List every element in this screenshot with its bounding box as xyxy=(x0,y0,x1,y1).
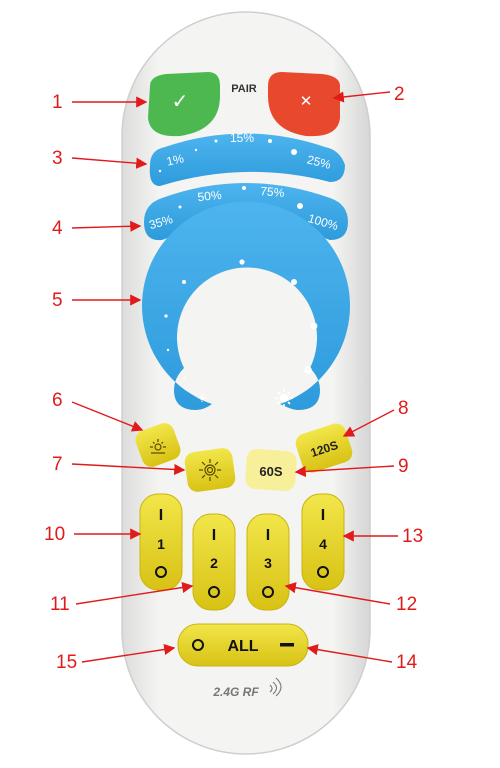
brightness-dot xyxy=(178,205,182,209)
callout-12: 12 xyxy=(396,594,418,615)
zone-1-off-symbol xyxy=(155,566,167,578)
confirm-button[interactable] xyxy=(148,72,220,137)
zone-3-button[interactable]: I 3 xyxy=(246,513,290,611)
callout-10: 10 xyxy=(44,524,66,545)
brightness-bar-low[interactable] xyxy=(149,133,345,187)
dim-sun-icon xyxy=(198,394,206,402)
zone-1-label: 1 xyxy=(157,536,165,552)
wheel-dot xyxy=(310,322,318,330)
zone-2-off-symbol xyxy=(208,586,220,598)
callout-8: 8 xyxy=(398,398,409,419)
all-label: ALL xyxy=(227,638,258,655)
full-brightness-button[interactable] xyxy=(183,447,236,493)
brightness-dot xyxy=(268,139,272,143)
wheel-dot xyxy=(291,279,297,285)
callout-3: 3 xyxy=(52,148,63,169)
all-off-symbol xyxy=(192,639,204,651)
bright-sun-icon xyxy=(275,389,293,407)
zone-4-label: 4 xyxy=(319,536,327,552)
pair-label: PAIR xyxy=(231,83,257,95)
callout-13: 13 xyxy=(402,526,424,547)
callout-arrows xyxy=(71,91,398,663)
callout-6: 6 xyxy=(52,390,63,411)
color-temperature-wheel[interactable] xyxy=(141,201,350,410)
wheel-dot xyxy=(304,366,312,374)
night-light-sun-icon xyxy=(150,439,166,454)
brightness-dot xyxy=(291,149,297,155)
brightness-50-label: 50% xyxy=(197,188,223,204)
close-icon: ✕ xyxy=(300,93,313,110)
brightness-35-label: 35% xyxy=(147,212,174,232)
frequency-label: 2.4G RF xyxy=(212,685,259,699)
all-on-symbol xyxy=(280,643,294,647)
zone-4-on-symbol: I xyxy=(321,507,325,524)
wheel-dot xyxy=(182,376,186,380)
brightness-dot xyxy=(158,169,162,173)
zone-3-on-symbol: I xyxy=(266,527,270,544)
callout-15: 15 xyxy=(56,652,78,673)
wheel-dot xyxy=(164,314,168,318)
callout-1: 1 xyxy=(52,92,63,113)
timer-120s-button[interactable] xyxy=(293,421,355,475)
night-light-button[interactable] xyxy=(133,420,184,469)
timer-60s-button[interactable] xyxy=(245,448,298,492)
wireless-signal-icon xyxy=(269,677,282,697)
zone-1-on-symbol: I xyxy=(159,507,163,524)
brightness-dot xyxy=(297,203,303,209)
callout-9: 9 xyxy=(398,456,409,477)
zone-4-button[interactable]: I 4 xyxy=(301,493,345,591)
wheel-dot xyxy=(166,348,170,352)
brightness-75-label: 75% xyxy=(260,184,285,200)
brightness-15-label: 15% xyxy=(230,131,254,145)
callout-2: 2 xyxy=(394,84,405,105)
zone-2-label: 2 xyxy=(210,555,218,571)
wheel-dot xyxy=(182,280,186,284)
brightness-dot xyxy=(214,139,218,143)
timer-60s-label: 60S xyxy=(259,464,282,479)
brightness-1-label: 1% xyxy=(165,151,185,168)
zone-2-button[interactable]: I 2 xyxy=(192,513,236,611)
checkmark-icon: ✓ xyxy=(172,91,189,113)
zone-3-label: 3 xyxy=(264,555,272,571)
zone-4-off-symbol xyxy=(317,566,329,578)
brightness-dot xyxy=(242,186,246,190)
zone-1-button[interactable]: I 1 xyxy=(139,493,183,591)
cancel-button[interactable] xyxy=(268,72,340,137)
callout-11: 11 xyxy=(50,594,70,615)
zone-2-on-symbol: I xyxy=(212,527,216,544)
callout-7: 7 xyxy=(52,454,63,475)
callout-14: 14 xyxy=(396,652,418,673)
brightness-dot xyxy=(194,148,198,152)
zone-3-off-symbol xyxy=(262,586,274,598)
callout-4: 4 xyxy=(52,218,63,239)
full-brightness-sun-icon xyxy=(199,459,221,481)
callout-5: 5 xyxy=(52,290,63,311)
brightness-25-label: 25% xyxy=(306,152,333,171)
all-zones-button[interactable]: ALL xyxy=(177,623,309,667)
wheel-dot xyxy=(239,259,245,265)
